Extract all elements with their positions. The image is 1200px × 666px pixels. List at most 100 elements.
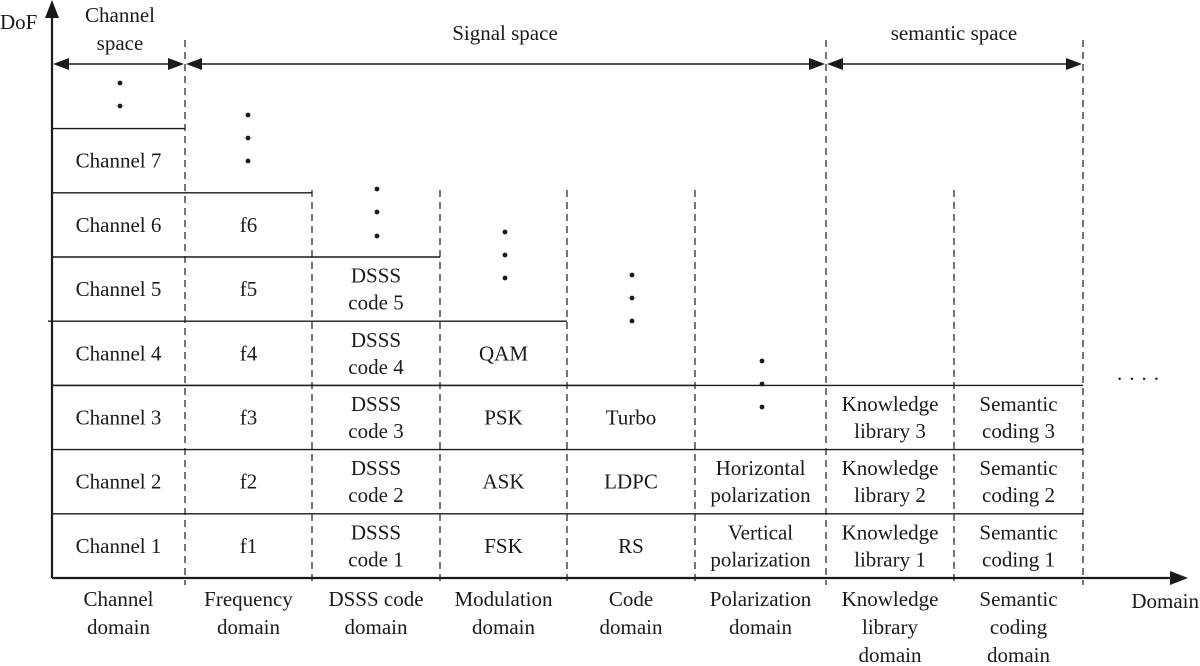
signal-space-arrow-head-left: [186, 58, 202, 70]
cell-modulation-2: ASK: [482, 470, 524, 494]
domain-label-polarization: domain: [729, 615, 792, 639]
cell-modulation-1: FSK: [484, 534, 523, 558]
cell-dsss-3: code 3: [348, 419, 403, 443]
cell-dsss-4: code 4: [348, 355, 404, 379]
more-domains-ellipsis: · · · ·: [1116, 367, 1160, 391]
grid-lines: [48, 40, 1084, 585]
semantic-space-arrow-head-right: [1066, 58, 1082, 70]
domain-label-semantic: domain: [987, 643, 1050, 666]
cell-semantic-2: Semantic: [979, 456, 1057, 480]
cell-dsss-5: DSSS: [351, 264, 401, 288]
ellipsis-dot-2-0: [374, 186, 380, 192]
domain-label-dsss: DSSS code: [328, 587, 423, 611]
domain-label-frequency: domain: [217, 615, 280, 639]
domain-label-frequency: Frequency: [204, 587, 293, 611]
domain-label-code: Code: [609, 587, 653, 611]
ellipsis-dot-4-0: [629, 272, 635, 278]
cell-code-3: Turbo: [606, 406, 657, 430]
cell-dsss-3: DSSS: [351, 392, 401, 416]
cell-channel-1: Channel 1: [76, 534, 162, 558]
domain-cells: Channel 1 Channel 2 Channel 3 Channel 4 Chan…: [76, 149, 1058, 572]
ellipsis-dot-5-0: [759, 358, 765, 364]
ellipsis-dot-0-0: [117, 80, 123, 86]
cell-dsss-2: code 2: [348, 483, 403, 507]
y-axis-label: DoF: [0, 10, 37, 34]
vertical-ellipses: [117, 80, 765, 410]
ellipsis-dot-1-1: [245, 135, 251, 141]
cell-polarization-1: polarization: [710, 547, 811, 571]
cell-channel-5: Channel 5: [76, 277, 162, 301]
cell-dsss-4: DSSS: [351, 328, 401, 352]
domain-label-knowledge: library: [862, 615, 918, 639]
domain-label-code: domain: [600, 615, 663, 639]
domain-label-modulation: domain: [472, 615, 535, 639]
cell-frequency-1: f1: [240, 534, 258, 558]
domain-label-polarization: Polarization: [710, 587, 812, 611]
cell-polarization-2: polarization: [710, 483, 811, 507]
cell-channel-4: Channel 4: [76, 341, 162, 365]
domain-label-knowledge: domain: [859, 643, 922, 666]
cell-semantic-2: coding 2: [982, 483, 1055, 507]
cell-semantic-1: Semantic: [979, 392, 1057, 416]
ellipsis-dot-4-2: [629, 318, 635, 324]
x-axis-label: Domain: [1131, 589, 1199, 613]
domain-label-semantic: Semantic: [979, 587, 1057, 611]
ellipsis-dot-5-1: [759, 381, 765, 387]
cell-code-1: RS: [618, 534, 644, 558]
signal-space-arrow-head-right: [809, 58, 825, 70]
domain-label-channel: domain: [87, 615, 150, 639]
domain-label-semantic: coding: [990, 615, 1048, 639]
space-label-semantic: semantic space: [891, 21, 1018, 45]
cell-knowledge-1: library 3: [854, 419, 926, 443]
channel-space-arrow-head-right: [168, 58, 184, 70]
channel-space-arrow-head-left: [53, 58, 69, 70]
domain-label-knowledge: Knowledge: [842, 587, 939, 611]
cell-knowledge-3: library 1: [854, 547, 926, 571]
cell-dsss-2: DSSS: [351, 456, 401, 480]
domain-labels: Channel domain Frequency domain DSSS code dom…: [84, 587, 1058, 666]
ellipsis-dot-0-1: [117, 103, 123, 109]
y-axis-arrowhead: [45, 0, 59, 18]
cell-semantic-3: Semantic: [979, 520, 1057, 544]
ellipsis-dot-3-0: [502, 229, 508, 235]
cell-channel-2: Channel 2: [76, 470, 162, 494]
cell-semantic-1: coding 3: [982, 419, 1055, 443]
cell-knowledge-1: Knowledge: [842, 392, 939, 416]
cell-polarization-2: Horizontal: [716, 456, 806, 480]
domain-label-channel: Channel: [84, 587, 154, 611]
cell-knowledge-2: Knowledge: [842, 456, 939, 480]
cell-frequency-3: f3: [240, 406, 258, 430]
ellipsis-dot-4-1: [629, 295, 635, 301]
cell-dsss-1: code 1: [348, 547, 403, 571]
ellipsis-dot-3-2: [502, 275, 508, 281]
cell-channel-7: Channel 7: [76, 149, 162, 173]
domain-label-dsss: domain: [345, 615, 408, 639]
cell-channel-3: Channel 3: [76, 406, 162, 430]
cell-code-2: LDPC: [604, 470, 658, 494]
cell-dsss-1: DSSS: [351, 520, 401, 544]
ellipsis-dot-1-0: [245, 112, 251, 118]
cell-frequency-6: f6: [240, 213, 258, 237]
ellipsis-dot-5-2: [759, 404, 765, 410]
cell-knowledge-2: library 2: [854, 483, 926, 507]
space-label-channel: space: [97, 31, 144, 55]
cell-frequency-4: f4: [240, 341, 258, 365]
semantic-space-arrow-head-left: [827, 58, 843, 70]
x-axis-arrowhead: [1170, 571, 1188, 585]
cell-channel-6: Channel 6: [76, 213, 162, 237]
cell-frequency-2: f2: [240, 470, 258, 494]
cell-knowledge-3: Knowledge: [842, 520, 939, 544]
axes: DoF Domain: [0, 0, 1199, 613]
domain-label-modulation: Modulation: [455, 587, 553, 611]
cell-frequency-5: f5: [240, 277, 258, 301]
ellipsis-dot-2-1: [374, 209, 380, 215]
cell-modulation-4: QAM: [479, 341, 528, 365]
ellipsis-dot-1-2: [245, 158, 251, 164]
cell-modulation-3: PSK: [484, 406, 523, 430]
ellipsis-dot-2-2: [374, 233, 380, 239]
ellipsis-dot-3-1: [502, 252, 508, 258]
space-label-signal: Signal space: [452, 21, 558, 45]
cell-semantic-3: coding 1: [982, 547, 1055, 571]
